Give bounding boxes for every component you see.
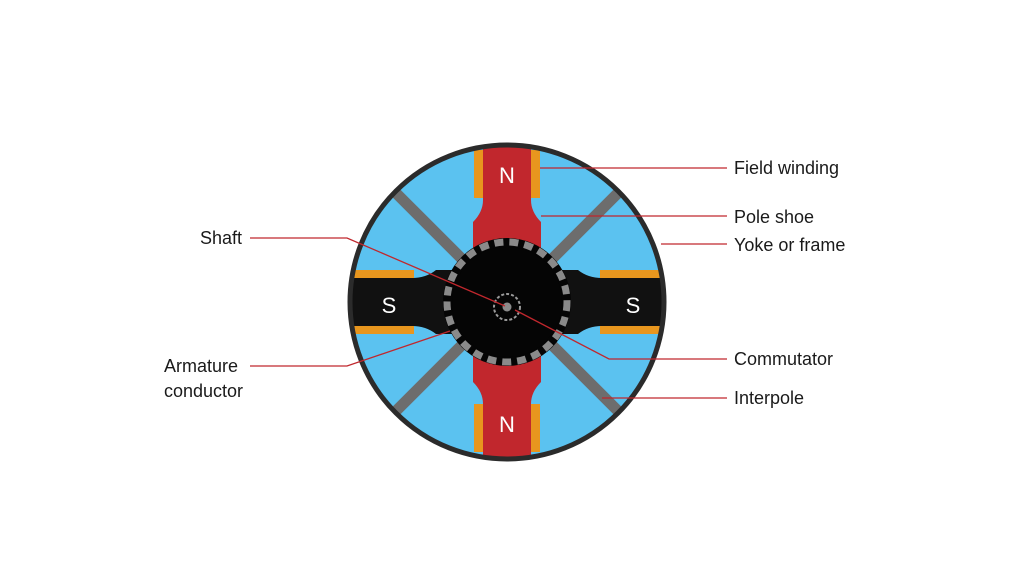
interpole-lower-left bbox=[391, 333, 474, 416]
top-pole-shoe bbox=[473, 145, 541, 270]
pole-label-bottom: N bbox=[499, 412, 515, 437]
label-shaft: Shaft bbox=[200, 228, 242, 248]
leader-armature-conductor bbox=[250, 330, 451, 367]
commutator-ring bbox=[493, 293, 521, 321]
field-winding-top-left bbox=[474, 150, 483, 198]
field-winding-left-top bbox=[352, 270, 414, 278]
interpoles bbox=[391, 188, 623, 416]
left-south-pole bbox=[350, 270, 460, 334]
bottom-pole-shoe bbox=[473, 334, 541, 459]
field-winding-bottom-left bbox=[474, 404, 483, 452]
yoke-outline bbox=[347, 142, 667, 462]
shaft-dot bbox=[502, 302, 512, 312]
label-yoke-or-frame: Yoke or frame bbox=[734, 235, 845, 255]
stator-parts bbox=[350, 145, 664, 459]
field-winding-top-right bbox=[531, 150, 540, 198]
interpole-upper-left bbox=[391, 188, 474, 271]
top-north-pole bbox=[473, 145, 541, 270]
right-south-pole bbox=[554, 270, 664, 334]
field-winding-bottom-right bbox=[531, 404, 540, 452]
leader-commutator bbox=[514, 309, 727, 360]
left-pole-shoe bbox=[350, 270, 460, 334]
interpole-lower-right bbox=[540, 333, 623, 416]
label-armature-conductor-line2: conductor bbox=[164, 381, 243, 401]
leader-lines bbox=[250, 167, 727, 399]
right-pole-shoe bbox=[554, 270, 664, 334]
label-field-winding: Field winding bbox=[734, 158, 839, 178]
pole-label-left: S bbox=[382, 293, 397, 318]
label-pole-shoe: Pole shoe bbox=[734, 207, 814, 227]
label-interpole: Interpole bbox=[734, 388, 804, 408]
interpole-upper-right bbox=[540, 188, 623, 271]
leader-shaft bbox=[250, 237, 506, 307]
armature bbox=[443, 238, 571, 366]
label-commutator: Commutator bbox=[734, 349, 833, 369]
pole-label-top: N bbox=[499, 163, 515, 188]
armature-inner bbox=[452, 247, 562, 357]
pole-label-right: S bbox=[626, 293, 641, 318]
field-winding-right-bottom bbox=[600, 326, 662, 334]
armature-conductor-ring bbox=[443, 238, 571, 366]
field-winding-left-bottom bbox=[352, 326, 414, 334]
label-armature-conductor-line1: Armature bbox=[164, 356, 238, 376]
field-winding-right-top bbox=[600, 270, 662, 278]
bottom-north-pole bbox=[473, 334, 541, 459]
